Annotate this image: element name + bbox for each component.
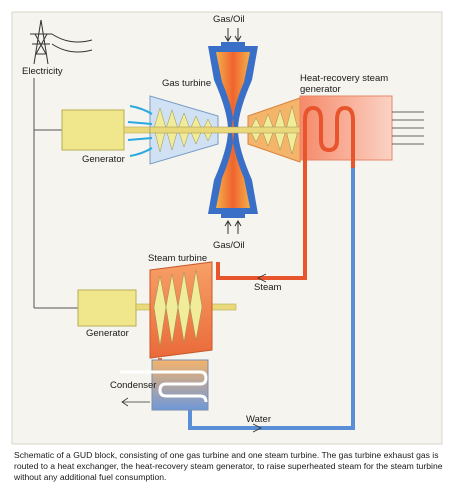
condenser-coil: [120, 370, 208, 403]
heat-recovery-steam-generator: [299, 95, 393, 161]
exhaust-arrows: [392, 111, 424, 145]
hrsg-label: Heat-recovery steam generator: [300, 73, 389, 95]
generator-bottom-label: Generator: [86, 328, 129, 339]
electricity-label: Electricity: [22, 66, 63, 77]
steam-turbine-label: Steam turbine: [148, 253, 208, 264]
generator-top-label: Generator: [82, 154, 125, 165]
gas-turbine: [149, 95, 301, 165]
steam-label: Steam: [254, 282, 282, 293]
hrsg-coil: [303, 105, 355, 168]
gas-oil-top-label: Gas/Oil: [213, 14, 245, 25]
gas-turbine-label: Gas turbine: [162, 78, 212, 89]
water-line: [188, 168, 355, 430]
electricity-pylon-icon: [30, 19, 93, 65]
steam-turbine: [149, 261, 213, 394]
steam-turbine-generator: [77, 289, 137, 327]
gas-turbine-generator: [61, 109, 125, 151]
air-intake-arrows: [127, 105, 153, 157]
steam-line: [216, 168, 307, 280]
gas-oil-bottom-label: Gas/Oil: [213, 240, 245, 251]
water-label: Water: [246, 414, 271, 425]
electric-wire: [33, 78, 78, 309]
condenser-label: Condenser: [110, 380, 157, 391]
figure-caption: Schematic of a GUD block, consisting of …: [14, 450, 443, 482]
